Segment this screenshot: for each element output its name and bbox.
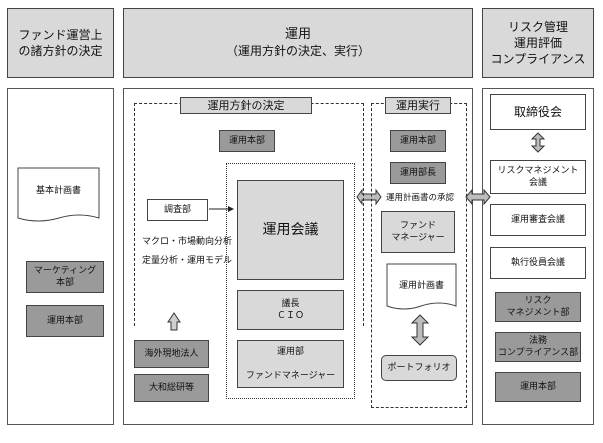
basic-plan-label: 基本計画書 bbox=[35, 186, 81, 196]
vertical-double-arrow-icon bbox=[410, 314, 430, 346]
double-arrow-right-icon bbox=[465, 188, 491, 206]
header-operation: 運用 （運用方針の決定、実行） bbox=[123, 8, 473, 78]
header-operation-subtitle: （運用方針の決定、実行） bbox=[225, 44, 370, 58]
daiwa-box: 大和総研等 bbox=[134, 374, 209, 402]
header-risk: リスク管理 運用評価 コンプライアンス bbox=[482, 8, 594, 78]
compliance-dept-box: 法務 コンプライアンス部 bbox=[495, 332, 581, 362]
right-unyo-honbu-box: 運用本部 bbox=[495, 372, 581, 402]
header-operation-title: 運用 bbox=[284, 27, 311, 42]
marketing-box: マーケティング 本部 bbox=[26, 261, 104, 293]
policy-unyo-honbu-box: 運用本部 bbox=[219, 130, 275, 152]
exec-bucho-box: 運用部長 bbox=[390, 162, 446, 184]
board-double-arrow-icon bbox=[530, 132, 546, 153]
meeting-box: 運用会議 bbox=[237, 180, 344, 280]
arrow-up-icon bbox=[167, 312, 181, 331]
meeting-region bbox=[226, 163, 355, 399]
double-arrow-icon bbox=[356, 188, 382, 206]
header-policy: ファンド運営上 の諸方針の決定 bbox=[7, 8, 114, 78]
exec-unyo-honbu-box: 運用本部 bbox=[390, 130, 446, 152]
left-panel bbox=[7, 88, 114, 425]
policy-title: 運用方針の決定 bbox=[180, 97, 312, 114]
exec-officer-meeting-box: 執行役員会議 bbox=[490, 247, 586, 279]
macro-analysis-text: マクロ・市場動向分析 bbox=[142, 237, 233, 247]
unyo-honbu-left-box: 運用本部 bbox=[26, 305, 104, 337]
portfolio-box: ポートフォリオ bbox=[381, 355, 457, 381]
overseas-box: 海外現地法人 bbox=[134, 340, 209, 368]
plan-doc-label: 運用計画書 bbox=[398, 281, 444, 291]
approval-text: 運用計画書の承認 bbox=[385, 193, 454, 203]
risk-mgmt-meeting-box: リスクマネジメント 会議 bbox=[490, 160, 586, 194]
review-meeting-box: 運用審査会議 bbox=[490, 204, 586, 236]
execution-title: 運用実行 bbox=[385, 97, 451, 114]
chair-box: 議長 ＣＩＯ bbox=[237, 290, 344, 330]
research-dept-box: 調査部 bbox=[147, 199, 208, 221]
board-box: 取締役会 bbox=[490, 94, 586, 130]
basic-plan-doc-icon bbox=[17, 167, 100, 222]
fund-manager-box: ファンド マネージャー bbox=[381, 211, 455, 253]
meeting-members-box: 運用部 ファンドマネージャー bbox=[237, 340, 344, 388]
quant-analysis-text: 定量分析・運用モデル bbox=[142, 256, 233, 266]
plan-doc-icon bbox=[386, 263, 457, 310]
risk-mgmt-dept-box: リスク マネジメント部 bbox=[495, 292, 581, 322]
